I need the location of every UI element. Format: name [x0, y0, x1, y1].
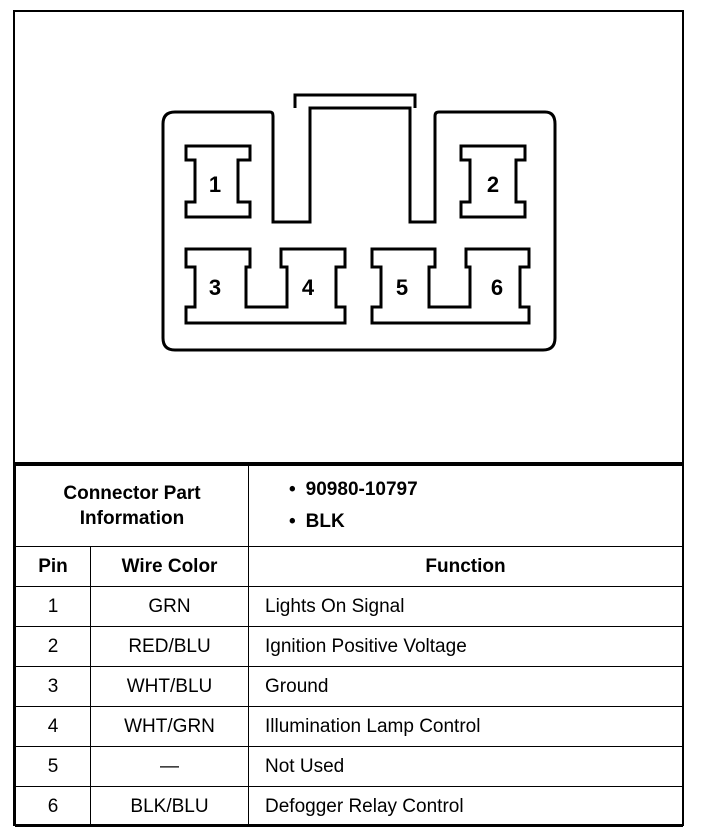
part-info-values: 90980-10797 BLK — [248, 465, 684, 547]
pin-3-label: 3 — [209, 275, 221, 300]
connector-housing — [161, 106, 557, 352]
cell-pin: 4 — [15, 706, 91, 747]
pin-2-cavity — [459, 144, 527, 219]
cell-function: Ignition Positive Voltage — [248, 626, 684, 667]
header-pin: Pin — [15, 546, 91, 587]
connector-info-table: Connector Part Information 90980-10797 B… — [14, 465, 684, 827]
table-header-row: Pin Wire Color Function — [15, 546, 684, 587]
cell-function: Defogger Relay Control — [248, 786, 684, 827]
part-info-row: Connector Part Information 90980-10797 B… — [14, 465, 684, 547]
connector-face-svg: 1 2 3 4 5 6 — [161, 93, 557, 352]
pin-1-cavity — [184, 144, 252, 219]
cell-function: Ground — [248, 666, 684, 707]
pin-5-label: 5 — [396, 275, 408, 300]
pin-3-4-cavity — [184, 247, 347, 325]
table-row: 6 BLK/BLU Defogger Relay Control — [15, 786, 684, 827]
cell-wire-color: GRN — [89, 586, 250, 627]
cell-pin: 5 — [15, 746, 91, 787]
table-row: 2 RED/BLU Ignition Positive Voltage — [15, 626, 684, 667]
cell-function: Not Used — [248, 746, 684, 787]
pin-5-6-cavity — [370, 247, 531, 325]
cell-pin: 6 — [15, 786, 91, 827]
part-color: BLK — [289, 506, 682, 538]
table-row: 4 WHT/GRN Illumination Lamp Control — [15, 706, 684, 747]
cell-pin: 3 — [15, 666, 91, 707]
cell-function: Lights On Signal — [248, 586, 684, 627]
header-wire-color: Wire Color — [89, 546, 250, 587]
pin-2-label: 2 — [487, 172, 499, 197]
header-function: Function — [248, 546, 684, 587]
cell-wire-color: WHT/GRN — [89, 706, 250, 747]
cell-wire-color: RED/BLU — [89, 626, 250, 667]
part-info-label: Connector Part Information — [14, 465, 250, 547]
connector-frame: 1 2 3 4 5 6 Connector Part Information 9… — [13, 10, 684, 827]
cell-pin: 1 — [15, 586, 91, 627]
pin-1-label: 1 — [209, 172, 221, 197]
pin-4-label: 4 — [302, 275, 315, 300]
cell-wire-color: — — [89, 746, 250, 787]
pin-6-label: 6 — [491, 275, 503, 300]
cell-function: Illumination Lamp Control — [248, 706, 684, 747]
cell-wire-color: WHT/BLU — [89, 666, 250, 707]
cell-wire-color: BLK/BLU — [89, 786, 250, 827]
part-number: 90980-10797 — [289, 474, 682, 506]
cell-pin: 2 — [15, 626, 91, 667]
table-row: 1 GRN Lights On Signal — [15, 586, 684, 627]
connector-diagram: 1 2 3 4 5 6 — [15, 12, 682, 465]
locking-tab — [293, 93, 417, 108]
table-row: 3 WHT/BLU Ground — [15, 666, 684, 707]
table-row: 5 — Not Used — [15, 746, 684, 787]
